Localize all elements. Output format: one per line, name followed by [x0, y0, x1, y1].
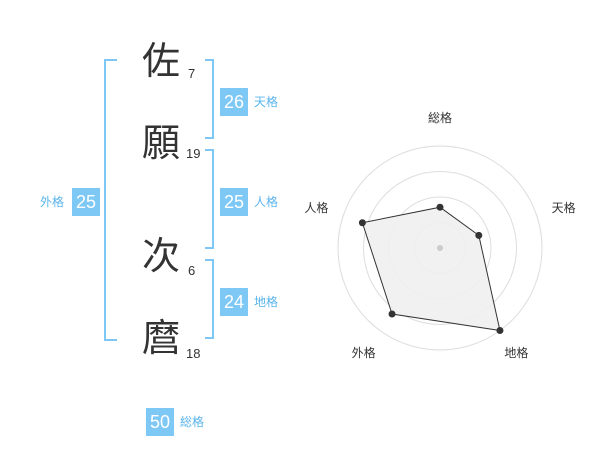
- gaikaku-value: 25: [72, 188, 100, 216]
- stroke-count-2: 19: [186, 146, 201, 161]
- tenkaku-value: 26: [220, 88, 248, 116]
- radar-area: [361, 206, 501, 332]
- soukaku-value: 50: [146, 408, 174, 436]
- radar-axis-label-5: 人格: [304, 200, 328, 215]
- soukaku-label: 総格: [180, 415, 205, 429]
- tenkaku-bracket: [205, 59, 214, 139]
- chikaku-label: 地格: [254, 295, 279, 309]
- gaikaku-bracket: [104, 59, 117, 341]
- radar-center-dot: [437, 245, 443, 251]
- stroke-count-4: 18: [186, 346, 201, 361]
- radar-point-2: [475, 231, 483, 239]
- radar-point-4: [388, 310, 396, 318]
- radar-ring-3: [363, 171, 517, 325]
- radar-points: [358, 203, 504, 335]
- name-char-3: 次: [142, 234, 181, 278]
- chikaku-value: 24: [220, 288, 248, 316]
- radar-point-5: [358, 219, 366, 227]
- jinkaku-bracket: [205, 149, 214, 249]
- jinkaku-label: 人格: [254, 195, 279, 209]
- radar-axis-label-4: 外格: [352, 345, 376, 360]
- name-char-2: 願: [142, 121, 181, 165]
- radar-ring-4: [337, 145, 543, 351]
- radar-axis-label-1: 総格: [428, 110, 452, 125]
- stroke-count-3: 6: [188, 263, 196, 278]
- radar-point-3: [496, 327, 504, 335]
- radar-axis-label-3: 地格: [504, 345, 528, 360]
- chikaku-bracket: [205, 259, 214, 339]
- radar-point-1: [436, 203, 444, 211]
- name-char-1: 佐: [142, 39, 181, 83]
- stroke-count-1: 7: [188, 66, 196, 81]
- radar-axis-label-2: 天格: [552, 200, 576, 215]
- jinkaku-value: 25: [220, 188, 248, 216]
- name-char-4: 麿: [142, 316, 181, 360]
- tenkaku-label: 天格: [254, 95, 279, 109]
- gaikaku-label: 外格: [40, 195, 65, 209]
